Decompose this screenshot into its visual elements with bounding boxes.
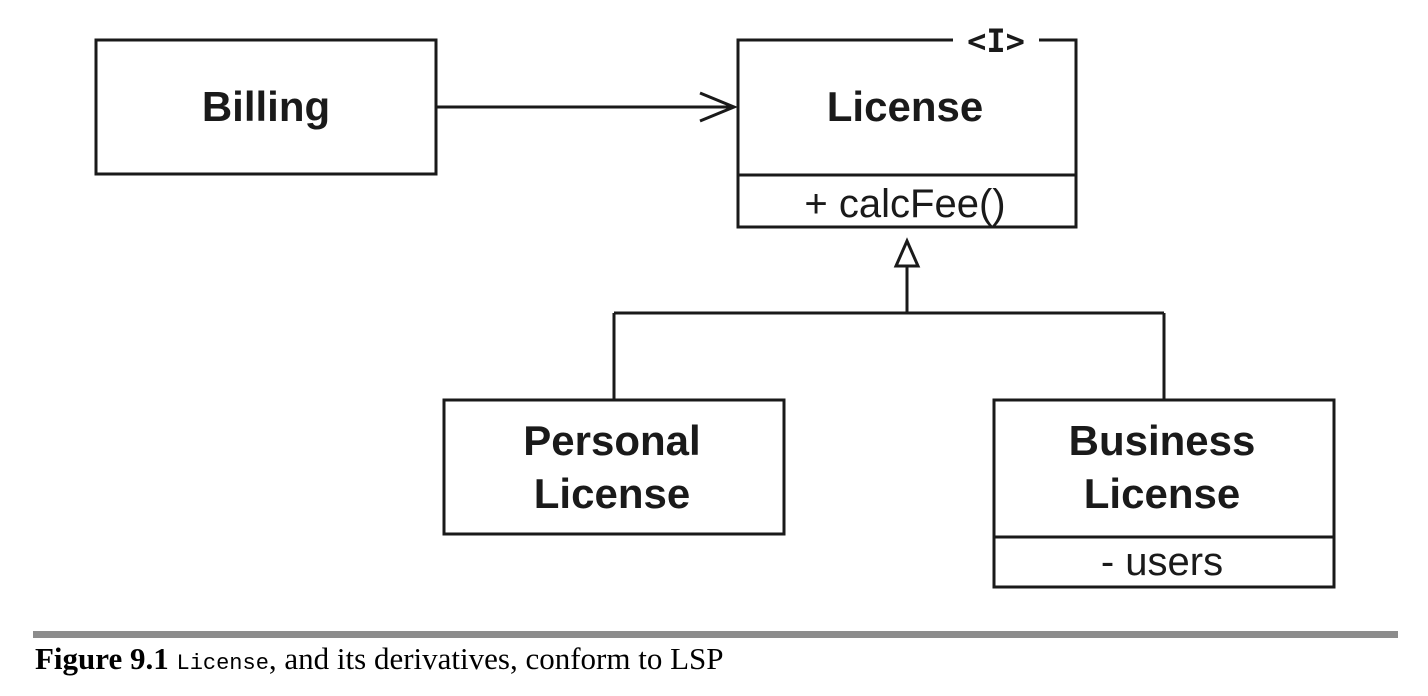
caption-rule: [33, 631, 1398, 638]
interface-stereotype: <I>: [967, 22, 1025, 60]
license-method: + calcFee(): [804, 182, 1005, 226]
business-license-label-line1: Business: [1069, 417, 1256, 464]
caption-text: , and its derivatives, conform to LSP: [268, 641, 724, 676]
personal-license-label-line1: Personal: [523, 417, 700, 464]
personal-license-label-line2: License: [534, 470, 690, 517]
figure-number: Figure 9.1: [35, 641, 169, 676]
association-arrow: [436, 91, 738, 123]
business-license-class: Business License - users: [992, 398, 1336, 589]
billing-box: [94, 38, 438, 176]
generalization-connector: [612, 237, 1166, 400]
uml-class-diagram: Billing <I> License + calcFee() Personal…: [94, 22, 1336, 589]
personal-license-box: [442, 398, 786, 536]
business-license-box: [992, 398, 1336, 589]
stereotype-background: [953, 26, 1039, 56]
open-arrowhead: [699, 91, 738, 123]
personal-license-class: Personal License: [442, 398, 786, 536]
caption-code-term: License: [176, 651, 269, 676]
billing-label: Billing: [202, 83, 330, 130]
license-interface: <I> License + calcFee(): [736, 22, 1078, 229]
license-label: License: [827, 83, 983, 130]
business-license-label-line2: License: [1084, 470, 1240, 517]
business-license-attribute: - users: [1101, 540, 1223, 584]
license-box: [736, 38, 1078, 229]
billing-class: Billing: [94, 38, 438, 176]
figure-caption: Figure 9.1 License, and its derivatives,…: [35, 641, 724, 677]
hollow-triangle-arrowhead: [893, 237, 921, 268]
